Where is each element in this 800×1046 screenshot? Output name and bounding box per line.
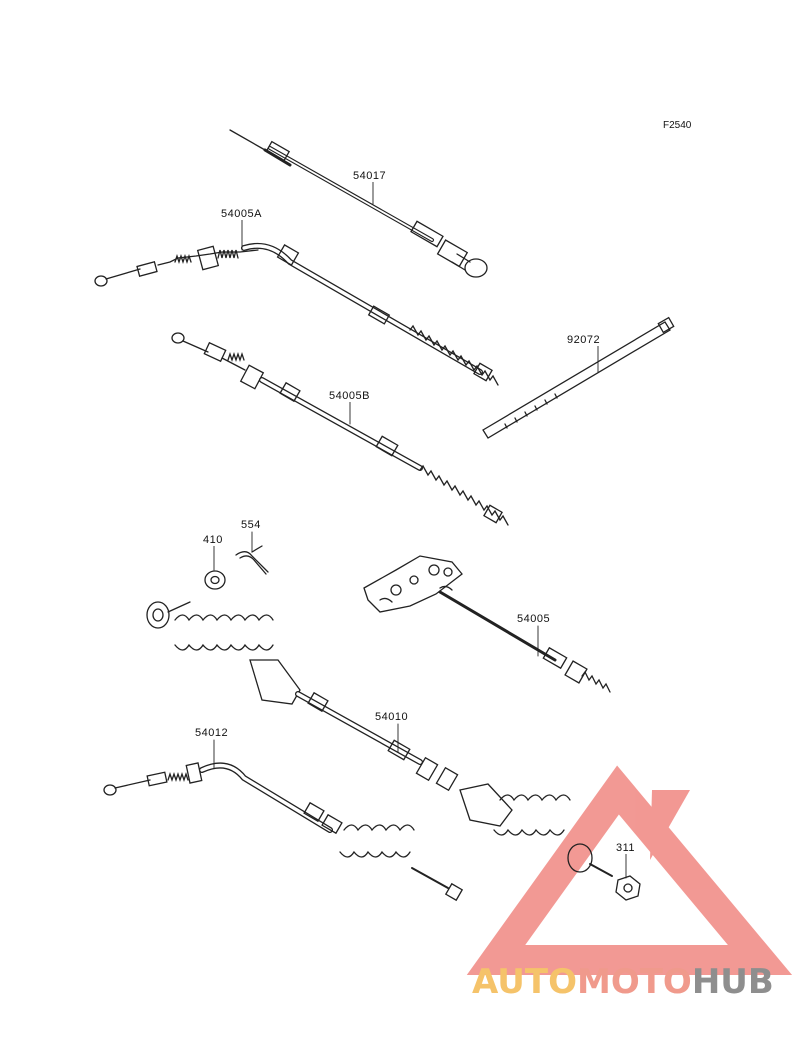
part-label-54012: 54012: [194, 727, 230, 739]
washer-410: [204, 570, 226, 590]
part-label-554: 554: [240, 519, 262, 531]
part-label-410: 410: [202, 534, 224, 546]
cable-54017: [229, 129, 488, 278]
part-label-54005B: 54005B: [328, 390, 371, 402]
watermark-part-3: HUB: [691, 962, 774, 1002]
part-label-54017: 54017: [352, 170, 388, 182]
pin-554: [235, 545, 269, 575]
cable-54005B: [171, 332, 509, 526]
part-label-54005A: 54005A: [220, 208, 263, 220]
part-label-311: 311: [615, 842, 637, 854]
part-label-54005: 54005: [516, 613, 552, 625]
part-label-54010: 54010: [374, 711, 410, 723]
cable-54010: [146, 601, 613, 877]
leader-lines: [213, 181, 627, 879]
cable-54005: [363, 555, 611, 693]
figure-code: F2540: [663, 120, 692, 131]
nut-311: [615, 875, 641, 901]
watermark-part-1: AUTO: [472, 962, 577, 1002]
watermark-part-2: MOTO: [576, 962, 692, 1002]
watermark-logo: AUTOMOTOHUB: [472, 962, 774, 1002]
cable-54005A: [94, 242, 499, 386]
watermark-triangle-icon: [466, 765, 793, 975]
cable-54012: [103, 762, 464, 902]
part-label-92072: 92072: [566, 334, 602, 346]
band-92072: [482, 316, 675, 439]
